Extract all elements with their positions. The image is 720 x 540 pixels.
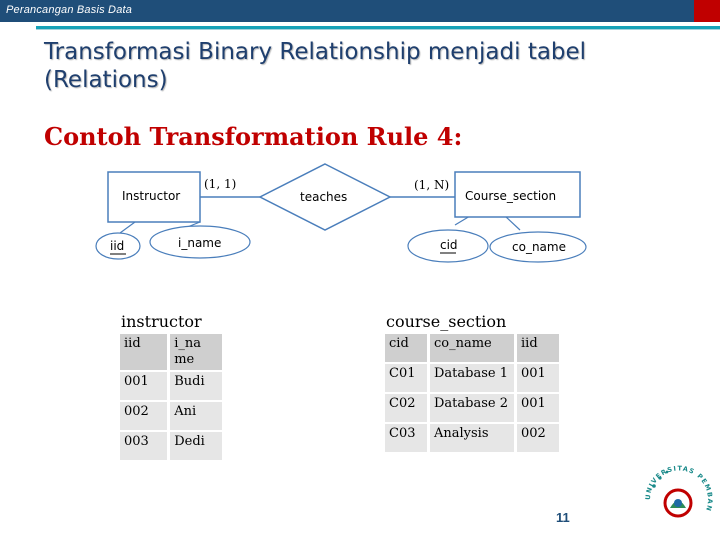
left-cardinality: (1, 1) [204, 177, 237, 191]
column-header: i_na me [167, 334, 222, 370]
page-number: 11 [556, 510, 570, 525]
table-cell: Budi [167, 372, 222, 400]
table-header-row: cid co_name iid [385, 334, 559, 362]
table-row: 002 Ani [120, 402, 222, 430]
column-header: cid [385, 334, 427, 362]
slide-title: Transformasi Binary Relationship menjadi… [44, 39, 587, 93]
table-cell: C01 [385, 364, 427, 392]
teaches-relationship [258, 163, 392, 231]
iid-attribute-label: iid [110, 239, 125, 253]
iid-attribute [95, 232, 141, 260]
table-header-row: iid i_na me [120, 334, 222, 370]
co-name-link [504, 215, 521, 231]
instructor-table: iid i_na me 001 Budi 002 Ani 003 Dedi [120, 332, 222, 462]
column-header: co_name [427, 334, 514, 362]
i-name-attribute-label: i_name [178, 236, 222, 250]
right-cardinality: (1, N) [414, 178, 450, 192]
table-cell: 002 [120, 402, 168, 430]
table-cell: 001 [514, 364, 559, 392]
cid-attribute-label: cid [440, 238, 458, 252]
table-row: 003 Dedi [120, 432, 222, 460]
university-logo: UNIVERSITAS PEMBANGUNAN JAYA [640, 458, 713, 518]
course-section-table: cid co_name iid C01 Database 1 001 C02 D… [385, 332, 559, 454]
teaches-label: teaches [300, 190, 348, 204]
table-row: C02 Database 2 001 [385, 394, 559, 422]
er-diagram [95, 163, 587, 263]
table-cell: 001 [514, 394, 559, 422]
slide-subtitle: Contoh Transformation Rule 4: [44, 122, 463, 151]
header-accent [694, 0, 720, 22]
cid-attribute [407, 229, 489, 263]
table-cell: Database 2 [427, 394, 514, 422]
co-name-attribute-label: co_name [512, 240, 566, 254]
table-cell: Dedi [167, 432, 222, 460]
table-cell: Ani [167, 402, 222, 430]
header-bar [0, 0, 720, 22]
instructor-entity [107, 171, 201, 223]
table-cell: C02 [385, 394, 427, 422]
table-row: 001 Budi [120, 372, 222, 400]
table-row: C03 Analysis 002 [385, 424, 559, 452]
course-name: Perancangan Basis Data [6, 4, 133, 16]
table-cell: 002 [514, 424, 559, 452]
course-section-table-title: course_section [386, 312, 507, 331]
iid-link [119, 221, 136, 234]
co-name-attribute [489, 231, 587, 263]
table-cell: Analysis [427, 424, 514, 452]
course-section-entity-label: Course_section [465, 189, 557, 203]
instructor-table-title: instructor [121, 312, 202, 331]
title-rule [36, 26, 720, 29]
table-row: C01 Database 1 001 [385, 364, 559, 392]
table-cell: C03 [385, 424, 427, 452]
i-name-attribute [149, 225, 251, 259]
column-header: iid [120, 334, 168, 370]
table-cell: Database 1 [427, 364, 514, 392]
instructor-entity-label: Instructor [122, 189, 181, 203]
column-header-text: i_na me [174, 336, 202, 367]
title-rule-shadow [36, 29, 720, 30]
column-header: iid [514, 334, 559, 362]
table-cell: 001 [120, 372, 168, 400]
course-section-entity [454, 171, 581, 218]
table-cell: 003 [120, 432, 168, 460]
